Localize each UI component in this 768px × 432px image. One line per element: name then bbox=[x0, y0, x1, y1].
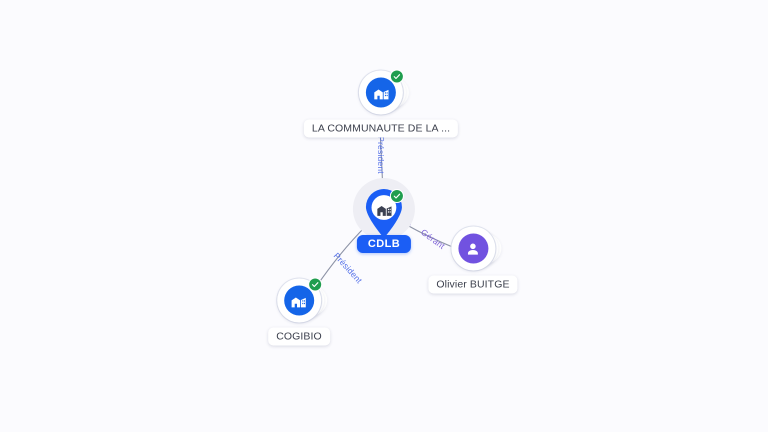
node-avatar-cogibio[interactable] bbox=[277, 277, 327, 323]
verified-badge-icon bbox=[308, 277, 322, 292]
company-icon-circle bbox=[284, 285, 314, 316]
verified-badge-icon bbox=[390, 69, 404, 84]
node-label-olivier: Olivier BUITGE bbox=[428, 275, 518, 294]
check-icon bbox=[393, 193, 401, 199]
building-icon bbox=[376, 205, 392, 216]
node-label-communaute: LA COMMUNAUTE DE LA ... bbox=[303, 119, 459, 138]
graph-node-olivier[interactable]: Olivier BUITGE bbox=[428, 226, 518, 294]
edge-label-president-communaute: Président bbox=[376, 136, 386, 174]
node-pin-cdlb[interactable] bbox=[362, 187, 406, 239]
edge-label-president-cogibio: Président bbox=[331, 250, 365, 286]
node-avatar-olivier[interactable] bbox=[450, 226, 501, 271]
building-icon bbox=[373, 88, 389, 99]
person-icon bbox=[468, 243, 478, 255]
company-icon-cdlb bbox=[373, 198, 395, 220]
check-icon bbox=[311, 282, 319, 288]
check-icon bbox=[393, 74, 401, 80]
graph-node-cogibio[interactable]: COGIBIO bbox=[268, 277, 330, 346]
building-icon bbox=[291, 296, 307, 307]
company-icon-circle bbox=[366, 77, 396, 108]
node-label-cdlb: CDLB bbox=[356, 235, 412, 253]
node-avatar-communaute[interactable] bbox=[359, 69, 409, 115]
verified-badge-icon bbox=[390, 189, 404, 203]
graph-node-cdlb[interactable]: CDLB bbox=[353, 178, 415, 253]
node-label-cogibio: COGIBIO bbox=[268, 327, 330, 346]
person-icon-circle bbox=[457, 233, 488, 264]
graph-node-communaute[interactable]: LA COMMUNAUTE DE LA ... bbox=[303, 69, 459, 138]
